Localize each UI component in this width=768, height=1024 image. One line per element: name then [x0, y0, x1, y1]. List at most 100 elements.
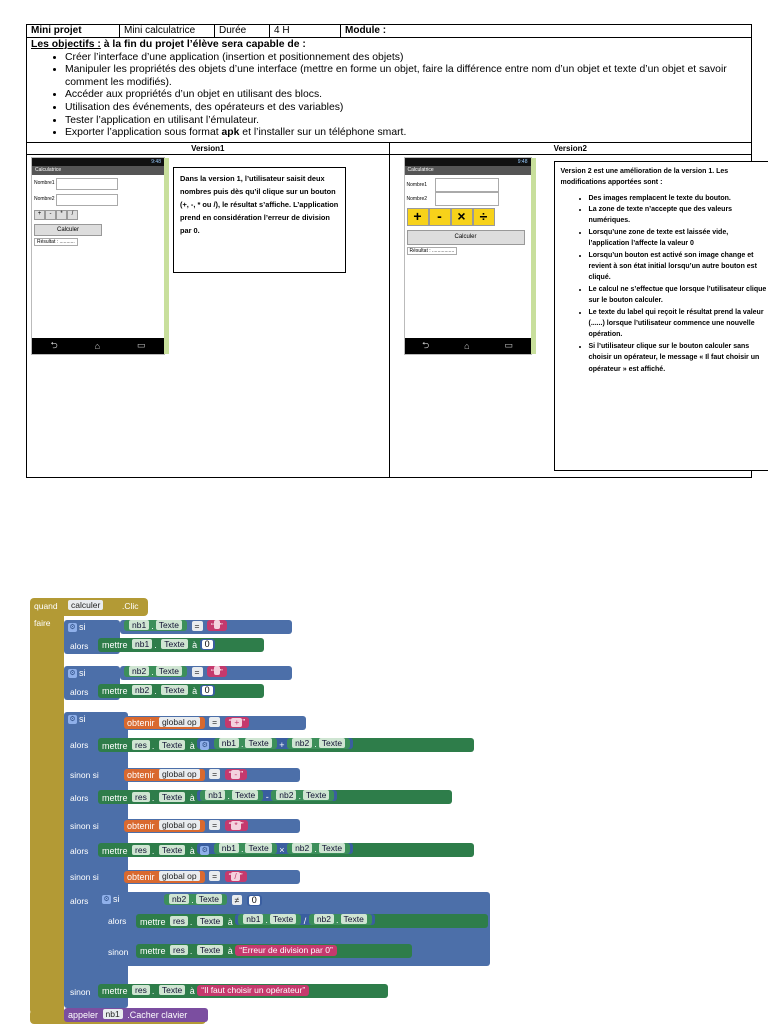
divide-image-button[interactable]: ÷ [472, 207, 495, 226]
message-string[interactable]: “Il faut choisir un opérateur” [197, 985, 310, 996]
texte-dropdown[interactable]: Texte [155, 666, 183, 676]
res-dropdown[interactable]: res [170, 945, 188, 955]
set-res-error[interactable]: mettre res. Texte à “Erreur de division … [136, 944, 412, 958]
nb1-dropdown[interactable]: nb1 [218, 843, 239, 853]
compare-nb2-not-zero[interactable]: nb2.Texte ≠ 0 [160, 894, 312, 908]
texte-dropdown[interactable]: Texte [158, 985, 186, 995]
plus-button[interactable]: + [34, 209, 45, 220]
eq-dropdown[interactable]: = [209, 717, 221, 727]
calculer-button[interactable]: Calculer [34, 223, 102, 236]
zero-value[interactable]: 0 [248, 896, 260, 905]
texte-dropdown[interactable]: Texte [245, 843, 272, 853]
plus-image-button[interactable]: + [406, 207, 429, 226]
error-string[interactable]: “Erreur de division par 0” [235, 945, 337, 956]
set-res-division[interactable]: mettre res. Texte à nb1.Texte / nb2.Text… [136, 914, 488, 928]
nb2-dropdown[interactable]: nb2 [129, 666, 150, 676]
set-res-subtraction[interactable]: mettre res. Texte à nb1.Texte - nb2.Text… [98, 790, 452, 804]
texte-dropdown[interactable]: Texte [318, 738, 346, 748]
texte-dropdown[interactable]: Texte [195, 894, 223, 904]
recents-icon[interactable]: ▭ [137, 340, 146, 351]
nb2-dropdown[interactable]: nb2 [276, 790, 297, 800]
texte-dropdown[interactable]: Texte [303, 790, 330, 800]
calculer-button[interactable]: Calculer [406, 229, 525, 245]
texte-dropdown[interactable]: Texte [158, 792, 186, 802]
multiply-image-button[interactable]: × [450, 207, 473, 226]
compare-op-div[interactable]: obtenir global op = “/” [120, 870, 300, 884]
set-res-multiplication[interactable]: mettre res. Texte à ⚙ nb1.Texte × nb2.Te… [98, 843, 474, 857]
get-global-op[interactable]: obtenir global op [124, 820, 205, 832]
texte-dropdown[interactable]: Texte [196, 916, 224, 926]
gear-icon[interactable]: ⚙ [102, 895, 111, 904]
get-global-op[interactable]: obtenir global op [124, 717, 205, 729]
compare-op-minus[interactable]: obtenir global op = “-” [120, 768, 300, 782]
home-icon[interactable]: ⌂ [464, 340, 470, 351]
nb2-dropdown[interactable]: nb2 [169, 894, 190, 904]
gear-icon[interactable]: ⚙ [68, 623, 77, 632]
nb2-dropdown[interactable]: nb2 [292, 738, 313, 748]
component-dropdown[interactable]: calculer [68, 600, 104, 610]
texte-dropdown[interactable]: Texte [340, 914, 367, 924]
minus-button[interactable]: - [45, 209, 56, 220]
texte-dropdown[interactable]: Texte [269, 914, 297, 924]
nb1-dropdown[interactable]: nb1 [102, 1009, 123, 1019]
recents-icon[interactable]: ▭ [504, 340, 514, 351]
res-dropdown[interactable]: res [170, 916, 188, 926]
nb2-dropdown[interactable]: nb2 [132, 685, 153, 695]
empty-string[interactable]: “ ” [207, 620, 227, 631]
eq-dropdown[interactable]: = [191, 667, 203, 677]
texte-dropdown[interactable]: Texte [155, 620, 183, 630]
nb2-dropdown[interactable]: nb2 [292, 843, 313, 853]
get-global-op[interactable]: obtenir global op [124, 769, 205, 781]
back-icon[interactable]: ⮌ [50, 339, 58, 350]
global-op-dropdown[interactable]: global op [159, 871, 200, 881]
eq-dropdown[interactable]: = [209, 820, 221, 830]
eq-dropdown[interactable]: = [191, 621, 203, 631]
back-icon[interactable]: ⮌ [421, 339, 430, 350]
set-res-addition[interactable]: mettre res. Texte à ⚙ nb1.Texte + nb2.Te… [98, 738, 474, 752]
empty-string[interactable]: “ ” [207, 666, 227, 677]
op-string[interactable]: “/” [224, 871, 247, 882]
nombre2-input[interactable] [56, 193, 118, 206]
set-nb1-texte[interactable]: mettre nb1. Texte à 0 [98, 638, 264, 652]
gear-icon[interactable]: ⚙ [200, 741, 210, 750]
texte-dropdown[interactable]: Texte [161, 639, 188, 649]
nb2-dropdown[interactable]: nb2 [313, 914, 334, 924]
eq-dropdown[interactable]: = [209, 871, 221, 881]
texte-dropdown[interactable]: Texte [245, 738, 272, 748]
nb1-dropdown[interactable]: nb1 [218, 738, 239, 748]
set-nb2-texte[interactable]: mettre nb2. Texte à 0 [98, 684, 264, 698]
res-dropdown[interactable]: res [132, 985, 150, 995]
op-string[interactable]: “*” [224, 820, 248, 831]
compare-op-plus[interactable]: obtenir global op = “+” [120, 716, 306, 730]
nb1-dropdown[interactable]: nb1 [205, 790, 226, 800]
texte-dropdown[interactable]: Texte [161, 685, 188, 695]
texte-dropdown[interactable]: Texte [158, 845, 186, 855]
op-string[interactable]: “+” [224, 717, 250, 728]
eq-dropdown[interactable]: = [209, 769, 221, 779]
res-dropdown[interactable]: res [132, 740, 150, 750]
divide-button[interactable]: / [67, 209, 78, 220]
op-string[interactable]: “-” [224, 769, 248, 780]
res-dropdown[interactable]: res [132, 792, 150, 802]
nombre2-input[interactable] [434, 191, 499, 206]
global-op-dropdown[interactable]: global op [159, 717, 200, 727]
zero-value[interactable]: 0 [201, 640, 213, 649]
call-hide-keyboard[interactable]: appeler nb1 .Cacher clavier [64, 1008, 208, 1022]
nombre1-input[interactable] [434, 177, 499, 192]
neq-dropdown[interactable]: ≠ [231, 895, 243, 905]
global-op-dropdown[interactable]: global op [159, 769, 200, 779]
compare-nb2-empty[interactable]: nb2.Texte = “ ” [120, 666, 292, 680]
set-res-message[interactable]: mettre res. Texte à “Il faut choisir un … [98, 984, 388, 998]
zero-value[interactable]: 0 [201, 686, 213, 695]
home-icon[interactable]: ⌂ [94, 340, 101, 351]
compare-op-times[interactable]: obtenir global op = “*” [120, 819, 300, 833]
gear-icon[interactable]: ⚙ [68, 669, 77, 678]
texte-dropdown[interactable]: Texte [196, 945, 224, 955]
res-dropdown[interactable]: res [132, 845, 150, 855]
nombre1-input[interactable] [56, 177, 118, 190]
global-op-dropdown[interactable]: global op [159, 820, 200, 830]
texte-dropdown[interactable]: Texte [231, 790, 259, 800]
event-block-header[interactable]: quand calculer .Clic [30, 598, 148, 616]
texte-dropdown[interactable]: Texte [318, 843, 346, 853]
texte-dropdown[interactable]: Texte [158, 740, 186, 750]
